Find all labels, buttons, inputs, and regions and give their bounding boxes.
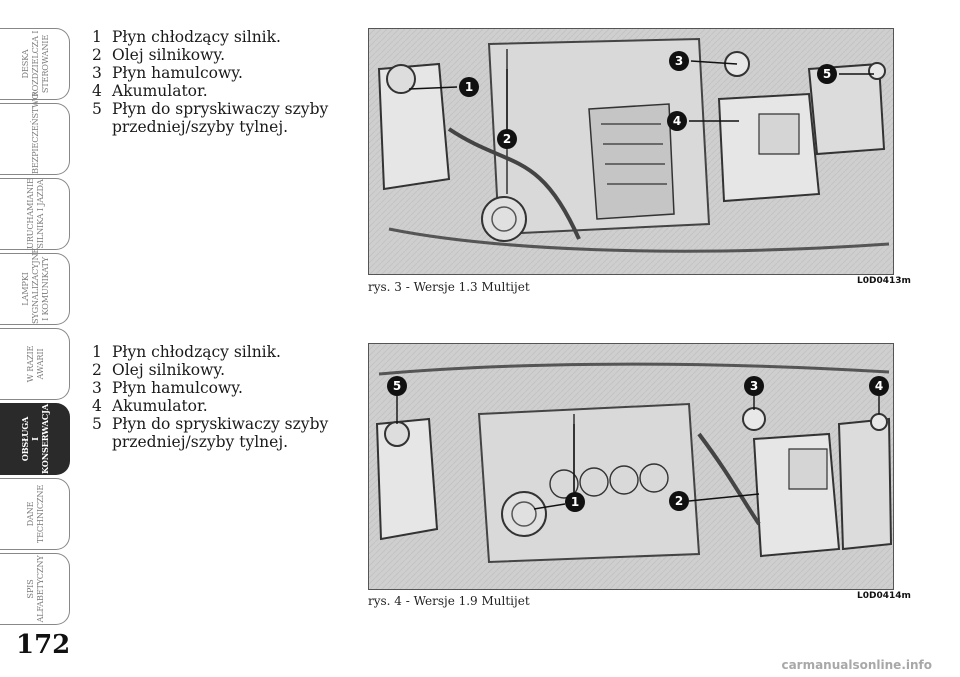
figure-code: L0D0414m — [857, 591, 911, 601]
callout-2 — [669, 491, 689, 511]
page-number: 172 — [16, 630, 71, 660]
callout-label: 4 — [875, 379, 883, 393]
tab-obsluga-konserwacja[interactable]: OBSŁUGA I KONSERWACJA — [0, 403, 70, 475]
callout-5 — [387, 376, 407, 396]
callout-label: 2 — [503, 132, 511, 146]
tab-dane-techniczne[interactable]: DANE TECHNICZNE — [0, 478, 70, 550]
figure-code: L0D0413m — [857, 276, 911, 286]
figure-caption: rys. 3 - Wersje 1.3 Multijet — [368, 280, 530, 294]
callout-1 — [565, 492, 585, 512]
callout-1 — [459, 77, 479, 97]
tab-lampki[interactable]: LAMPKI SYGNALIZACYJNE I KOMUNIKATY — [0, 247, 70, 325]
callout-label: 3 — [675, 54, 683, 68]
tab-label: DANE TECHNICZNE — [24, 484, 45, 544]
figure-caption: rys. 4 - Wersje 1.9 Multijet — [368, 594, 530, 608]
section-tabs: DESKA ROZDZIELCZA I STEROWANIE BEZPIECZE… — [0, 0, 74, 640]
tab-label: URUCHAMIANIE SILNIKA I JAZDA — [24, 178, 45, 249]
callout-label: 1 — [465, 80, 473, 94]
tab-uruchamianie[interactable]: URUCHAMIANIE SILNIKA I JAZDA — [0, 178, 70, 250]
tab-bezpieczenstwo[interactable]: BEZPIECZEŃSTWO — [0, 93, 70, 175]
callout-4 — [667, 111, 687, 131]
watermark: carmanualsonline.info — [781, 658, 932, 672]
callout-label: 5 — [823, 67, 831, 81]
callout-2 — [497, 129, 517, 149]
callout-label: 3 — [750, 379, 758, 393]
tab-label: W RAZIE AWARII — [24, 345, 45, 383]
tab-label: OBSŁUGA I KONSERWACJA — [19, 404, 50, 474]
callout-5 — [817, 64, 837, 84]
engine-photo-fig3: 1 2 3 4 5 — [368, 28, 894, 275]
callout-label: 5 — [393, 379, 401, 393]
tab-label: SPIS ALFABETYCZNY — [24, 555, 45, 623]
tab-spis-alfabetyczny[interactable]: SPIS ALFABETYCZNY — [0, 553, 70, 625]
engine-photo-fig4: 5 3 4 1 2 — [368, 343, 894, 590]
tab-label: DESKA ROZDZIELCZA I STEROWANIE — [19, 30, 50, 98]
tab-w-razie-awarii[interactable]: W RAZIE AWARII — [0, 328, 70, 400]
callout-label: 4 — [673, 114, 681, 128]
callout-3 — [669, 51, 689, 71]
callout-label: 2 — [675, 494, 683, 508]
tab-label: BEZPIECZEŃSTWO — [29, 93, 40, 174]
callout-4 — [869, 376, 889, 396]
callout-3 — [744, 376, 764, 396]
tab-label: LAMPKI SYGNALIZACYJNE I KOMUNIKATY — [19, 247, 50, 324]
tab-deska-rozdzielcza[interactable]: DESKA ROZDZIELCZA I STEROWANIE — [0, 28, 70, 100]
callout-label: 1 — [571, 495, 579, 509]
